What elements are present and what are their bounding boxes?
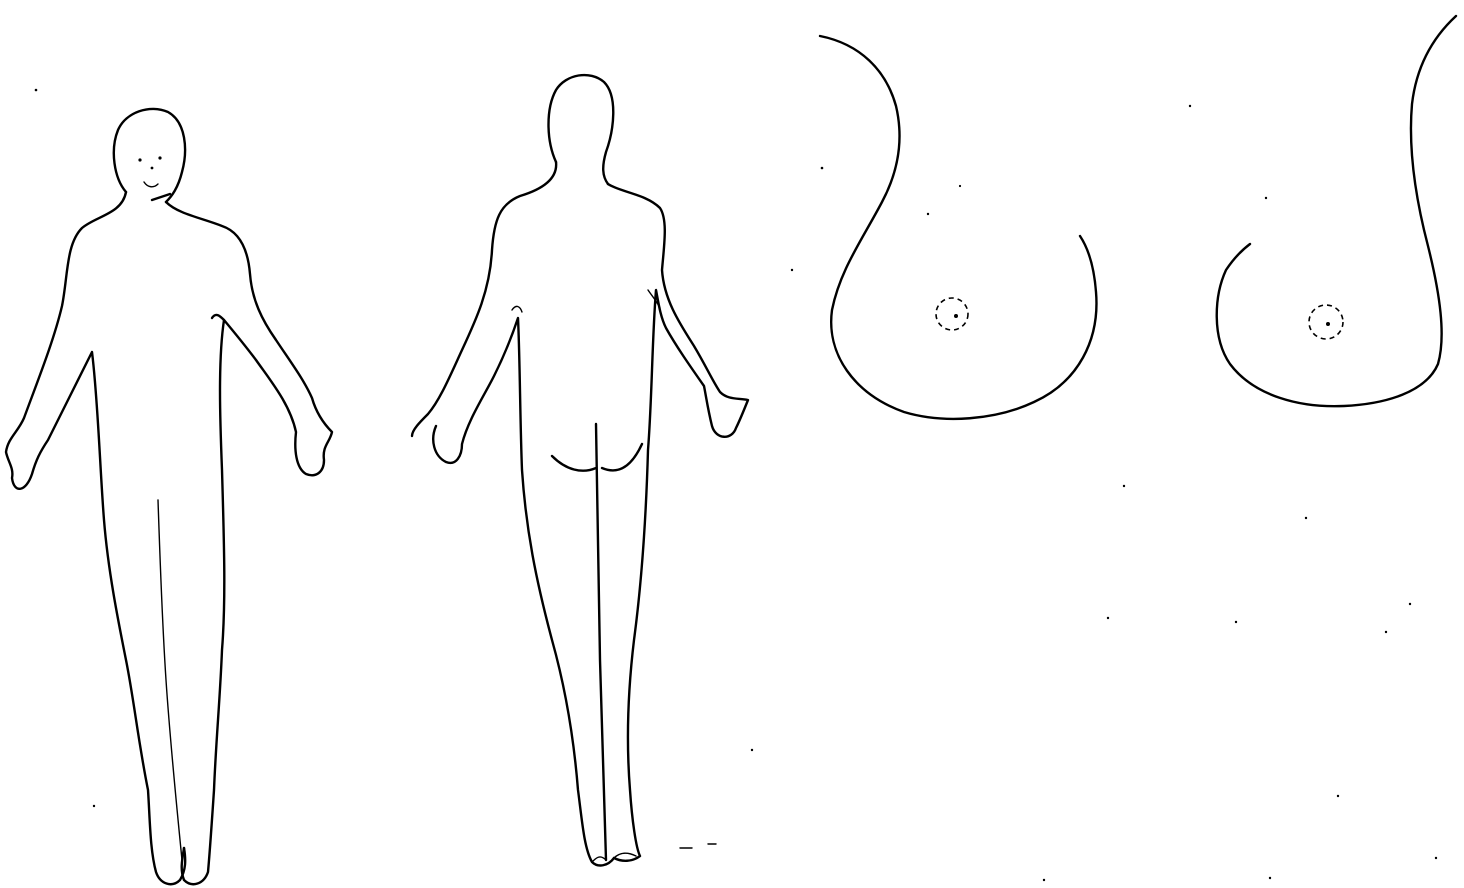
speck (1123, 485, 1125, 487)
speck (1435, 857, 1437, 859)
breast-left-figure (1217, 16, 1456, 406)
front-face-nose (151, 167, 154, 170)
front-head-outline (114, 109, 185, 202)
speck (1409, 603, 1411, 605)
speck (1265, 197, 1267, 199)
speck (959, 185, 961, 187)
breast-right-nipple-center (954, 314, 958, 318)
front-face-eye-left (138, 158, 141, 161)
back-body-right-outline (608, 184, 748, 861)
body-front-figure (6, 109, 332, 884)
back-head-outline (549, 75, 614, 184)
back-arm-inner-left (512, 306, 522, 312)
scan-specks (35, 89, 1438, 882)
breast-right-nipple (936, 298, 968, 330)
front-face-smile (144, 182, 158, 187)
speck (1337, 795, 1339, 797)
speck (927, 213, 929, 215)
speck (93, 805, 95, 807)
speck (751, 749, 753, 751)
breast-left-outline (1217, 16, 1456, 406)
speck (1235, 621, 1237, 623)
speck (35, 89, 38, 92)
front-right-arm-inner (212, 315, 224, 320)
breast-left-nipple (1309, 305, 1343, 339)
speck (791, 269, 793, 271)
body-back-figure (412, 75, 748, 865)
speck (1189, 105, 1191, 107)
front-leg-separation (158, 500, 182, 860)
breast-left-nipple-center (1326, 322, 1330, 326)
speck (1385, 631, 1387, 633)
speck (1305, 517, 1307, 519)
front-body-right-outline (166, 202, 332, 884)
back-body-left-outline (412, 162, 614, 865)
back-leg-separation (596, 424, 606, 860)
speck (1269, 877, 1271, 879)
speck (1107, 617, 1109, 619)
front-face-eye-right (158, 156, 161, 159)
speck (821, 167, 824, 170)
speck (1043, 879, 1045, 881)
front-body-left-outline (6, 192, 185, 884)
breast-right-outline (820, 36, 1096, 419)
breast-right-figure (820, 36, 1096, 419)
